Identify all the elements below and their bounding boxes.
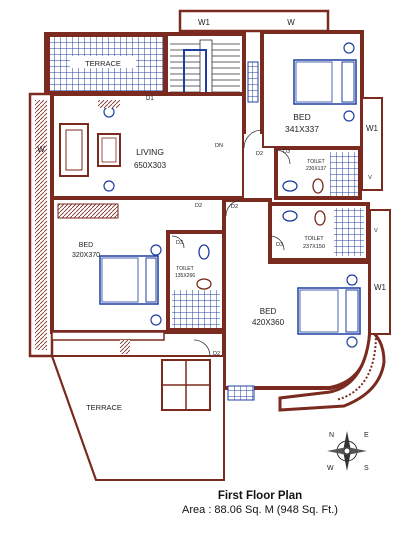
terrace-top-wall (44, 32, 50, 94)
column-blue (247, 61, 259, 103)
bed-ne-sheet (295, 61, 333, 103)
left-wall-hatch (35, 100, 47, 350)
door-d1-label: D1 (146, 96, 154, 102)
nightstand-w-1 (150, 244, 162, 256)
nightstand-ne-1 (343, 42, 355, 54)
door-d2-d-label: D2 (213, 351, 220, 357)
coffee-table-top (101, 137, 117, 163)
window-right-lower (369, 209, 391, 335)
sofa-cushion (65, 129, 83, 171)
chair-1 (103, 106, 115, 118)
bed-ne-dim-label: 341X337 (285, 124, 319, 134)
stair-dn-label: DN (215, 143, 223, 149)
wardrobe-w (57, 203, 119, 219)
compass (327, 431, 367, 471)
window-top-box (178, 9, 330, 33)
plan-area: Area : 88.06 Sq. M (948 Sq. Ft.) (182, 504, 338, 516)
terrace-top-label-bg (70, 56, 136, 68)
toilet-ne-shower (330, 152, 358, 196)
door-d2-b-label: D2 (195, 203, 202, 209)
door-d3-a-label: D3 (283, 149, 290, 155)
se-column (227, 385, 255, 401)
toilet3-dim-label: 135X266 (175, 273, 195, 279)
bed-w-label: BED (79, 242, 93, 249)
toilet1-label: TOILET (307, 159, 324, 165)
living-shelf (98, 100, 120, 108)
terrace-top-wall-top (44, 32, 166, 37)
toilet-ne-basin (282, 180, 298, 192)
chair-2 (103, 180, 115, 192)
toilet-mid-shower (334, 208, 364, 256)
nightstand-se-1 (346, 274, 358, 286)
toilet-mid-basin (282, 210, 298, 222)
toilet-mid-wc (314, 210, 326, 226)
door-d2-a-label: D2 (256, 151, 263, 157)
bed-se-label: BED (260, 307, 277, 316)
window-w1-right2-label: W1 (374, 283, 387, 292)
bed-se-pillow (345, 289, 359, 333)
bed-w-sheet (101, 257, 139, 303)
bed-se-dim-label: 420X360 (252, 318, 285, 327)
toilet-w-shower (172, 290, 220, 328)
door-d2-arc-1 (243, 129, 263, 149)
stair-arrow (183, 49, 207, 126)
window-w-left-label: W (37, 145, 45, 154)
coffee-table (97, 133, 121, 167)
toilet-ne-wc (312, 178, 324, 194)
door-d2-c-label: D2 (231, 204, 238, 210)
lobby (244, 134, 276, 198)
bed-ne-pillow (341, 61, 355, 103)
bed-se-sheet (299, 289, 339, 333)
plan-title: First Floor Plan (217, 490, 303, 502)
window-v-b-label: V (374, 228, 378, 234)
terrace-bottom-edge (51, 355, 97, 481)
bed-w-dim-label: 320X370 (72, 252, 100, 259)
door-d3-b-label: D3 (176, 240, 183, 246)
toilet1-dim-label: 230X137 (306, 166, 326, 172)
toilet-w-wc (196, 278, 212, 290)
living-label: LIVING (136, 147, 164, 157)
compass-w-label: W (327, 465, 334, 472)
compass-s-label: S (364, 465, 369, 472)
bed-ne-label: BED (293, 112, 310, 122)
nightstand-ne-2 (343, 110, 355, 122)
balcony-railing (335, 333, 377, 401)
plan-caption: First Floor Plan Area : 88.06 Sq. M (948… (150, 490, 370, 516)
window-w-top-label: W (287, 18, 295, 27)
terrace-top-label: TERRACE (85, 59, 121, 68)
door-d3-arc-3 (269, 235, 285, 251)
nightstand-se-2 (346, 336, 358, 348)
door-d3-arc-2 (171, 235, 185, 249)
window-w1-right-label: W1 (366, 124, 379, 133)
toilet2-dim-label: 237X150 (303, 244, 325, 250)
window-w1-top-label: W1 (198, 18, 211, 27)
toilet3-label: TOILET (176, 266, 193, 272)
compass-e-label: E (364, 432, 369, 439)
door-d2-arc-2 (225, 199, 243, 217)
door-d3-arc-1 (275, 149, 291, 165)
terrace-bottom-label: TERRACE (86, 403, 122, 412)
living-dim-label: 650X303 (134, 161, 167, 170)
window-right-box (361, 97, 383, 191)
door-d2-arc-3 (193, 339, 211, 357)
terrace-parapet (51, 331, 165, 341)
curved-balcony (278, 328, 386, 412)
toilet-w-basin (198, 244, 210, 260)
window-v-a-label: V (368, 175, 372, 181)
terrace-step (120, 340, 130, 354)
compass-n-label: N (329, 432, 334, 439)
door-d3-c-label: D3 (276, 242, 283, 248)
nightstand-w-2 (150, 314, 162, 326)
bed-w-pillow (145, 257, 157, 303)
toilet2-label: TOILET (304, 236, 324, 242)
